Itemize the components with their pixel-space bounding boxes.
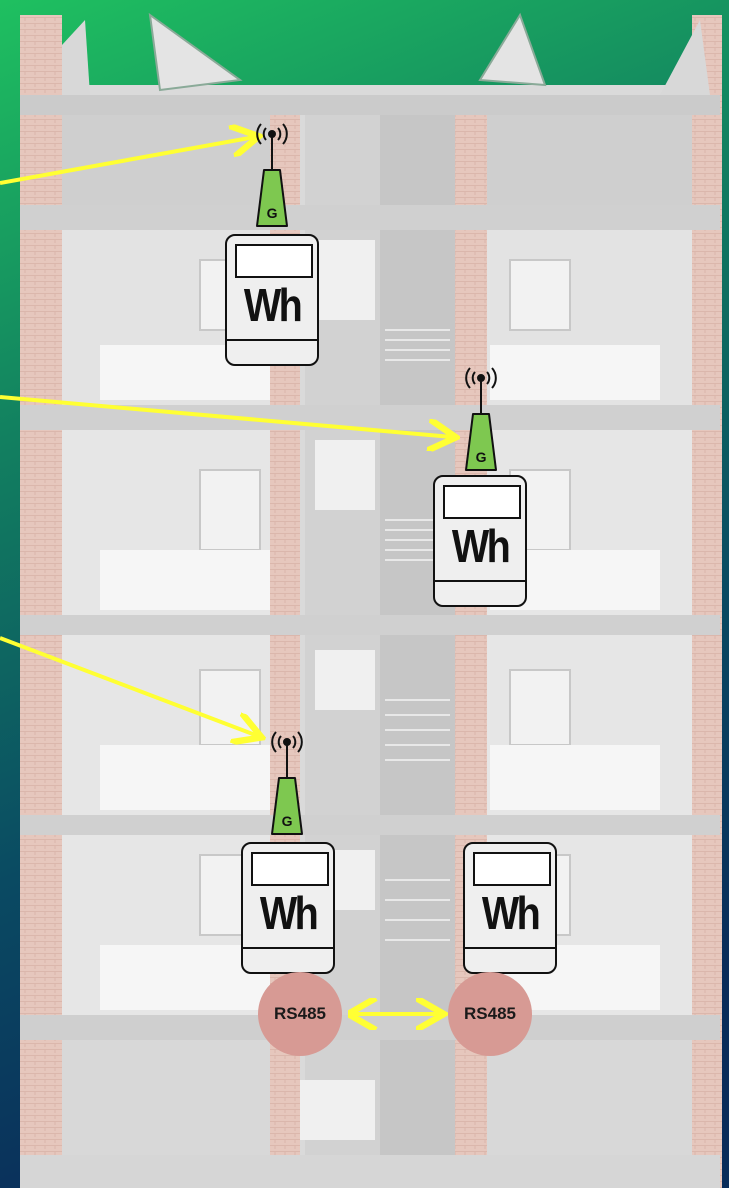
- rs485-interface-right: RS485: [448, 972, 532, 1056]
- antenna-signal-icon: [466, 368, 496, 414]
- meter-display: [443, 485, 521, 519]
- energy-meter-2: Wh: [433, 475, 527, 607]
- signal-arrow-2: [0, 397, 452, 437]
- modem-label: G: [476, 449, 487, 465]
- meter-unit-label: Wh: [441, 519, 518, 573]
- modem-label: G: [267, 205, 278, 221]
- energy-meter-4: Wh: [463, 842, 557, 974]
- gsm-modem-2: G: [466, 368, 496, 470]
- meter-display: [473, 852, 551, 886]
- rs485-label: RS485: [274, 1004, 326, 1024]
- meter-display: [251, 852, 329, 886]
- meter-unit-label: Wh: [471, 886, 548, 940]
- meter-divider: [243, 947, 333, 949]
- rs485-interface-left: RS485: [258, 972, 342, 1056]
- meter-divider: [465, 947, 555, 949]
- energy-meter-3: Wh: [241, 842, 335, 974]
- meter-divider: [227, 339, 317, 341]
- energy-meter-1: Wh: [225, 234, 319, 366]
- gsm-modem-1: G: [257, 124, 287, 226]
- signal-arrow-1: [0, 137, 255, 183]
- meter-unit-label: Wh: [249, 886, 326, 940]
- meter-divider: [435, 580, 525, 582]
- meter-unit-label: Wh: [233, 278, 310, 332]
- rs485-label: RS485: [464, 1004, 516, 1024]
- signal-arrow-3: [0, 638, 258, 736]
- antenna-signal-icon: [257, 124, 287, 170]
- modem-label: G: [282, 813, 293, 829]
- meter-display: [235, 244, 313, 278]
- antenna-signal-icon: [272, 732, 302, 778]
- gsm-modem-3: G: [272, 732, 302, 834]
